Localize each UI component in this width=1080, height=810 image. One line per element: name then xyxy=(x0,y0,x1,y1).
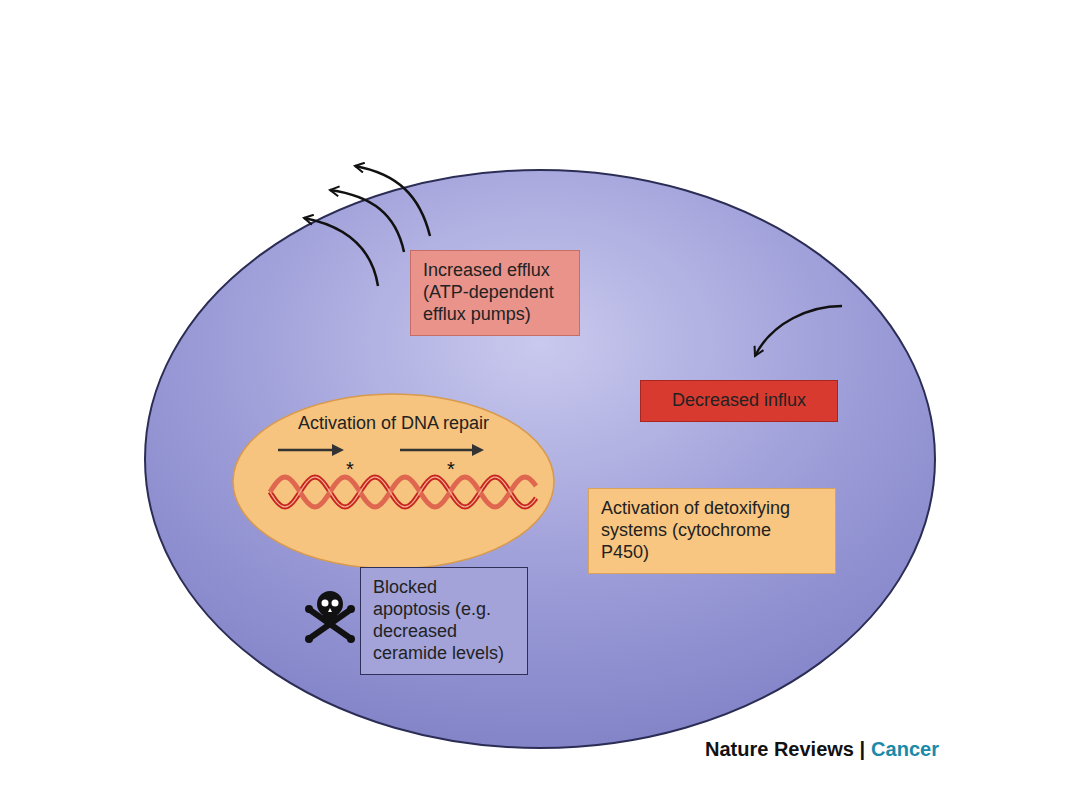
journal-name: Nature Reviews | xyxy=(705,738,865,761)
apoptosis-box: Blocked apoptosis (e.g. decreased cerami… xyxy=(360,567,528,675)
node-label: Activation of detoxifying systems (cytoc… xyxy=(601,498,797,564)
node-label: Activation of DNA repair xyxy=(232,393,555,435)
influx-box: Decreased influx xyxy=(640,380,838,422)
cell-membrane xyxy=(145,170,935,748)
influx-arrow xyxy=(755,306,842,356)
skull-symbol xyxy=(305,591,355,643)
efflux-box: Increased efflux (ATP-dependent efflux p… xyxy=(410,250,580,336)
asterisk-mark: * xyxy=(346,458,354,481)
detox-box: Activation of detoxifying systems (cytoc… xyxy=(588,488,836,574)
nucleus: Activation of DNA repair xyxy=(232,393,555,570)
dna-helix xyxy=(270,477,536,507)
repair-arrows xyxy=(278,444,484,456)
node-label: Decreased influx xyxy=(653,390,825,412)
node-label: Blocked apoptosis (e.g. decreased cerami… xyxy=(373,577,515,665)
journal-section: Cancer xyxy=(871,738,939,761)
asterisk-mark: * xyxy=(447,458,455,481)
node-label: Increased efflux (ATP-dependent efflux p… xyxy=(423,260,567,326)
